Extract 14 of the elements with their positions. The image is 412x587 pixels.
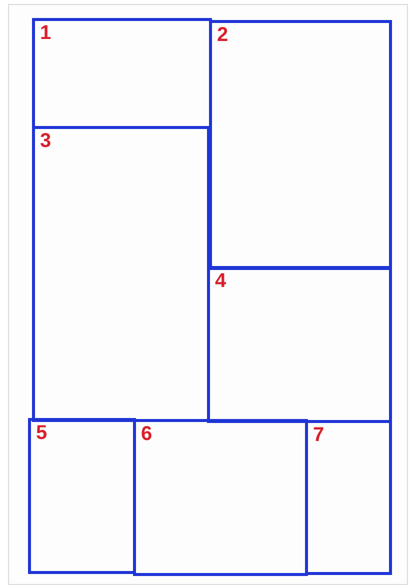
panel-number: 3	[40, 131, 52, 151]
panel-number: 5	[36, 423, 48, 443]
panel-box	[28, 418, 136, 574]
panel-box	[32, 126, 210, 422]
panel-number: 4	[215, 271, 226, 291]
panel-box	[133, 419, 308, 576]
panel-box	[207, 266, 392, 423]
panel-number: 6	[141, 424, 152, 444]
panel-box	[209, 20, 392, 270]
panel-number: 2	[217, 25, 228, 45]
panel-box	[32, 18, 212, 129]
panel-box	[305, 420, 392, 575]
panel-number: 1	[40, 23, 52, 43]
panel-number: 7	[313, 425, 324, 445]
